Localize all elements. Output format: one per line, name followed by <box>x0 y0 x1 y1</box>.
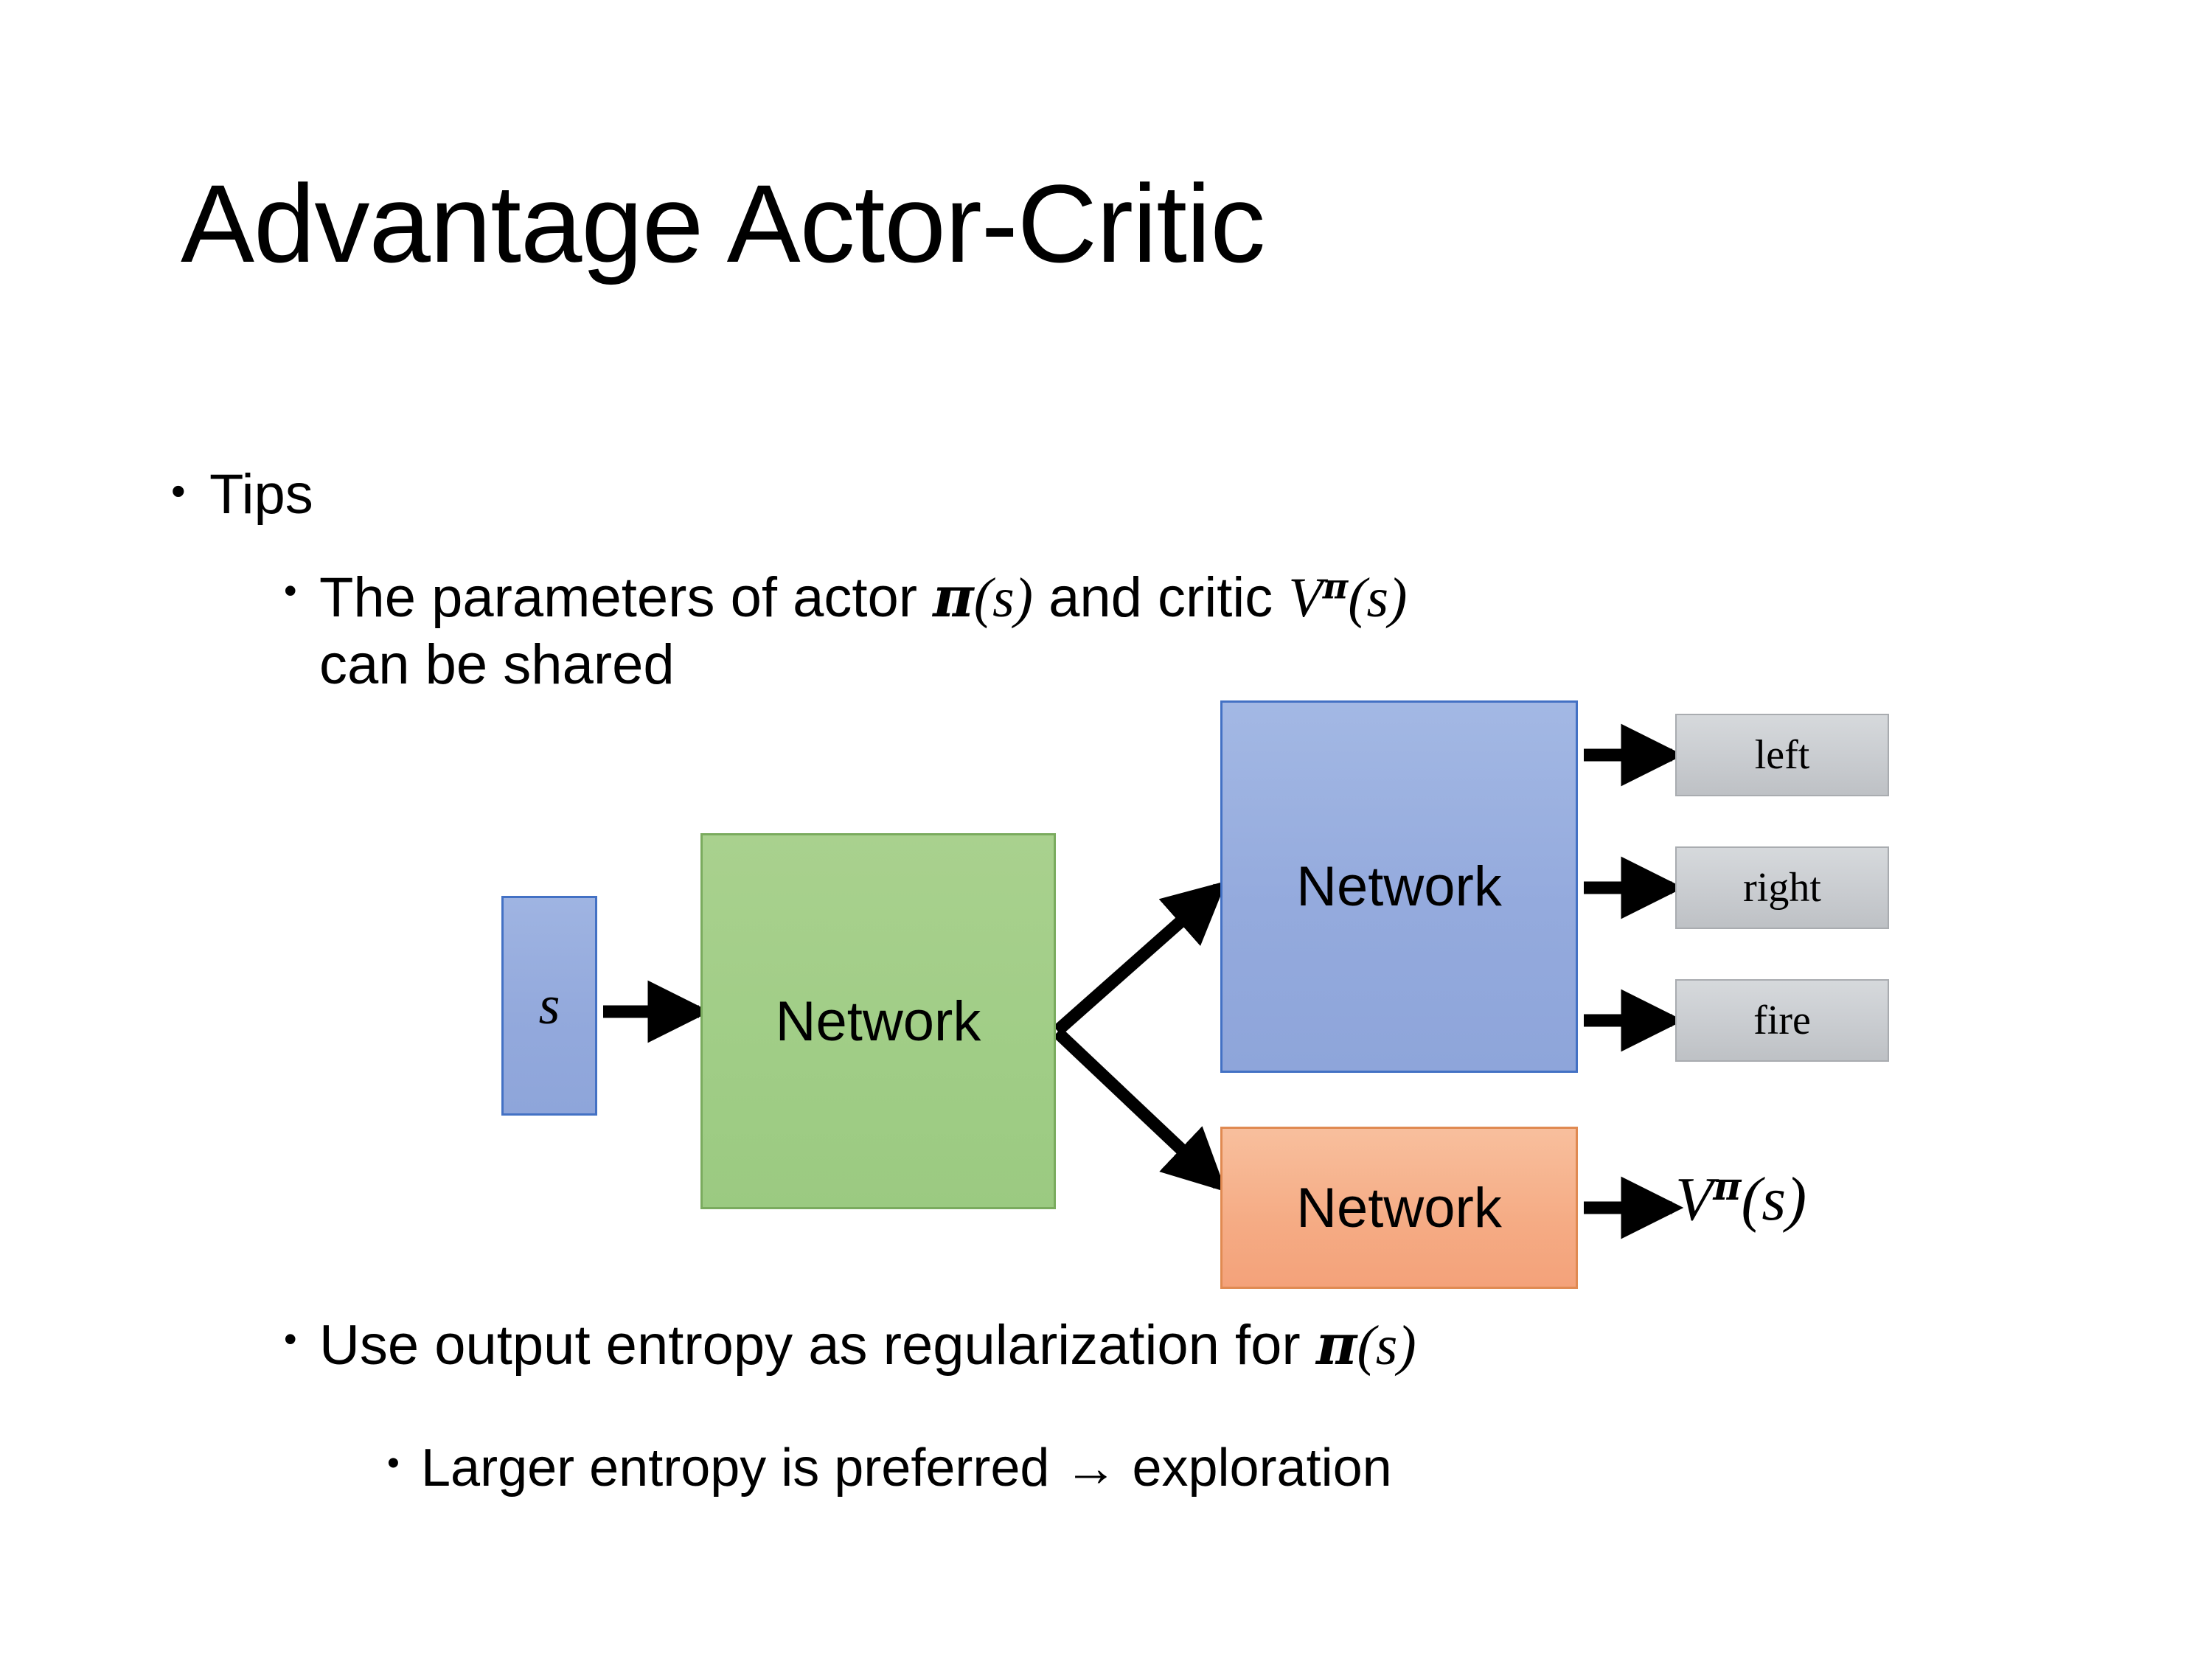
actor-network-label: Network <box>1296 855 1502 918</box>
input-state-label: s <box>538 975 560 1036</box>
action-label-left: left <box>1754 732 1810 778</box>
bullet-marker-icon: • <box>284 570 297 611</box>
bullet-marker-icon: • <box>387 1444 400 1483</box>
value-function-output: Vπ(s) <box>1675 1164 1807 1234</box>
bullet-shared-parameters: • The parameters of actor π(s) and criti… <box>284 564 1407 698</box>
page-title: Advantage Actor-Critic <box>181 161 1265 285</box>
params-text-before: The parameters of actor <box>319 566 933 629</box>
action-box-left: left <box>1675 714 1889 796</box>
shared-network-node: Network <box>700 833 1056 1209</box>
action-box-right: right <box>1675 846 1889 929</box>
bullet-entropy-content: Use output entropy as regularization for… <box>319 1312 1416 1378</box>
entropy-policy-formula: π(s) <box>1315 1312 1416 1377</box>
critic-value-formula: Vπ(s) <box>1288 566 1408 630</box>
bullet-larger-entropy: • Larger entropy is preferred → explorat… <box>387 1438 1392 1500</box>
action-label-fire: fire <box>1753 998 1811 1043</box>
critic-network-label: Network <box>1296 1176 1502 1239</box>
arrow-shared-to-critic <box>1053 1027 1227 1192</box>
bullet-marker-icon: • <box>284 1318 297 1360</box>
action-box-fire: fire <box>1675 979 1889 1062</box>
input-state-node: s <box>501 896 597 1116</box>
shared-network-label: Network <box>775 990 981 1053</box>
actor-network-node: Network <box>1220 700 1578 1073</box>
arrow-shared-to-actor <box>1053 880 1227 1036</box>
params-line-two: can be shared <box>319 633 675 696</box>
bullet-shared-parameters-content: The parameters of actor π(s) and critic … <box>319 564 1407 698</box>
bullet-entropy-regularization: • Use output entropy as regularization f… <box>284 1312 1416 1378</box>
bullet-marker-icon: • <box>171 467 186 514</box>
actor-policy-formula: π(s) <box>933 564 1033 630</box>
action-label-right: right <box>1743 865 1821 911</box>
bullet-tips-label: Tips <box>209 463 313 526</box>
params-text-mid: and critic <box>1032 566 1289 629</box>
critic-network-node: Network <box>1220 1127 1578 1289</box>
bullet-tips: • Tips <box>171 463 313 526</box>
bullet-larger-entropy-label: Larger entropy is preferred → exploratio… <box>421 1439 1392 1498</box>
entropy-text: Use output entropy as regularization for <box>319 1314 1316 1377</box>
